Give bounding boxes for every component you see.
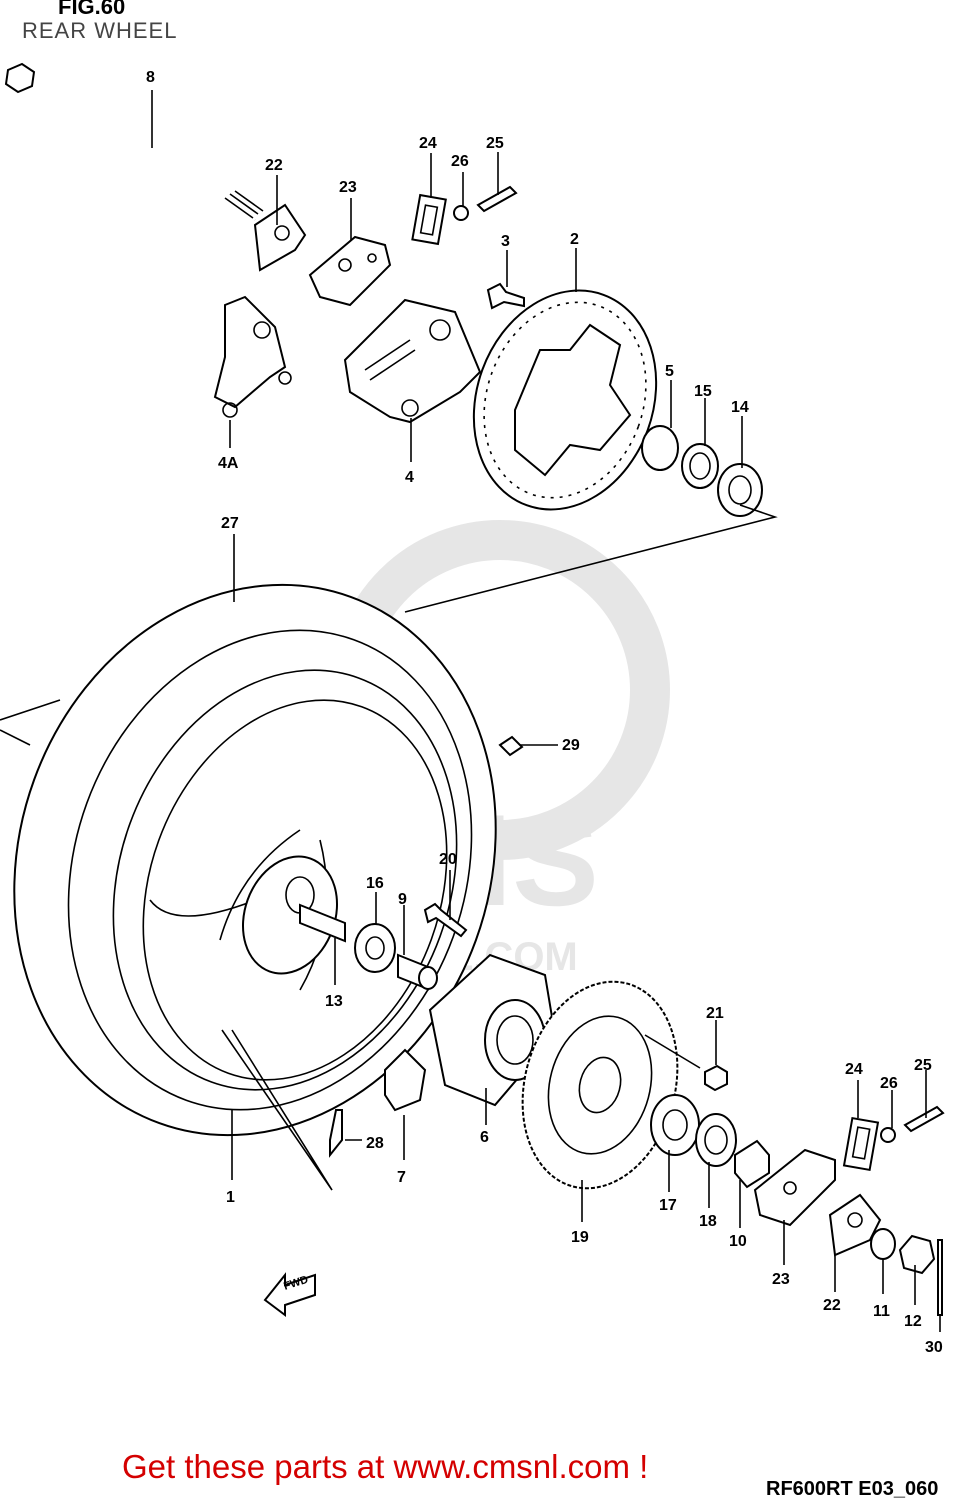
clip-29 [498,735,524,757]
callout-7: 7 [397,1169,406,1186]
callout-25-lower: 25 [914,1057,932,1074]
callout-10: 10 [729,1233,747,1250]
callout-21: 21 [706,1005,724,1022]
bolt-lower [903,1105,945,1133]
nut-lower [880,1127,896,1143]
cotter-pin-30 [937,1239,943,1316]
stopper-lower [842,1116,880,1172]
callout-23-lower: 23 [772,1271,790,1288]
callout-4: 4 [405,469,414,486]
chain-adjuster-lower [753,1148,836,1227]
callout-14: 14 [731,399,749,416]
adjuster-plate-lower [828,1193,882,1257]
callout-1: 1 [226,1189,235,1206]
bearing-17 [650,1094,700,1156]
caliper-bracket-4 [343,298,482,424]
callout-22-lower: 22 [823,1297,841,1314]
forward-arrow: FWD [263,1272,316,1317]
bolt-upper [476,185,518,213]
callout-3: 3 [501,233,510,250]
callout-26-upper: 26 [451,153,469,170]
callout-30: 30 [925,1339,943,1356]
callout-8: 8 [146,69,155,86]
callout-29: 29 [562,737,580,754]
callout-19: 19 [571,1229,589,1246]
cmsnl-parts-link[interactable]: Get these parts at www.cmsnl.com ! [122,1448,649,1485]
callout-16: 16 [366,875,384,892]
brake-disc [472,289,658,511]
callout-11: 11 [873,1303,890,1320]
callout-28: 28 [366,1135,384,1152]
callout-labels: 8 22 23 24 26 25 3 2 4A 4 5 15 14 27 29 … [146,69,943,1356]
callout-13: 13 [325,993,343,1010]
oil-seal-18 [695,1113,737,1167]
spacer-5 [641,425,679,471]
callout-26-lower: 26 [880,1075,898,1092]
diagram-code: RF600RT E03_060 [766,1478,939,1500]
callout-9: 9 [398,891,407,908]
figure-number: FIG.60 [58,0,126,19]
tire-valve [329,1109,343,1158]
bearing-16 [354,923,396,973]
callout-20: 20 [439,851,457,868]
oil-seal-15 [681,443,719,489]
disc-bolt [486,282,525,310]
callout-24-lower: 24 [845,1061,863,1078]
rear-wheel-tire [13,583,497,1137]
callout-12: 12 [904,1313,922,1330]
callout-2: 2 [570,231,579,248]
sprocket-mount-bolt [423,902,468,938]
stopper-upper [411,193,447,246]
bearing-14 [717,463,763,517]
callout-23-upper: 23 [339,179,357,196]
callout-5: 5 [665,363,674,380]
sprocket-nut [704,1064,728,1092]
callout-27: 27 [221,515,239,532]
chain-adjuster-upper [308,235,392,307]
leader-lines [0,90,941,1332]
callout-22-upper: 22 [265,157,283,174]
callout-24-upper: 24 [419,135,437,152]
spacer-10 [734,1139,770,1189]
adjuster-plate-upper [253,203,307,272]
axle-nut-12 [898,1234,936,1275]
rear-sprocket [521,980,679,1190]
callout-18: 18 [699,1213,717,1230]
callout-25-upper: 25 [486,135,504,152]
figure-title: REAR WHEEL [22,18,178,43]
caliper-bracket-4a [213,295,287,409]
nut-upper [453,205,469,221]
callout-17: 17 [659,1197,677,1214]
callout-4a: 4A [218,455,239,472]
cush-damper [384,1048,427,1112]
callout-15: 15 [694,383,712,400]
rear-axle [4,62,264,223]
callout-6: 6 [480,1129,489,1146]
wheel-shaft [299,903,346,943]
washer-11 [870,1228,896,1260]
